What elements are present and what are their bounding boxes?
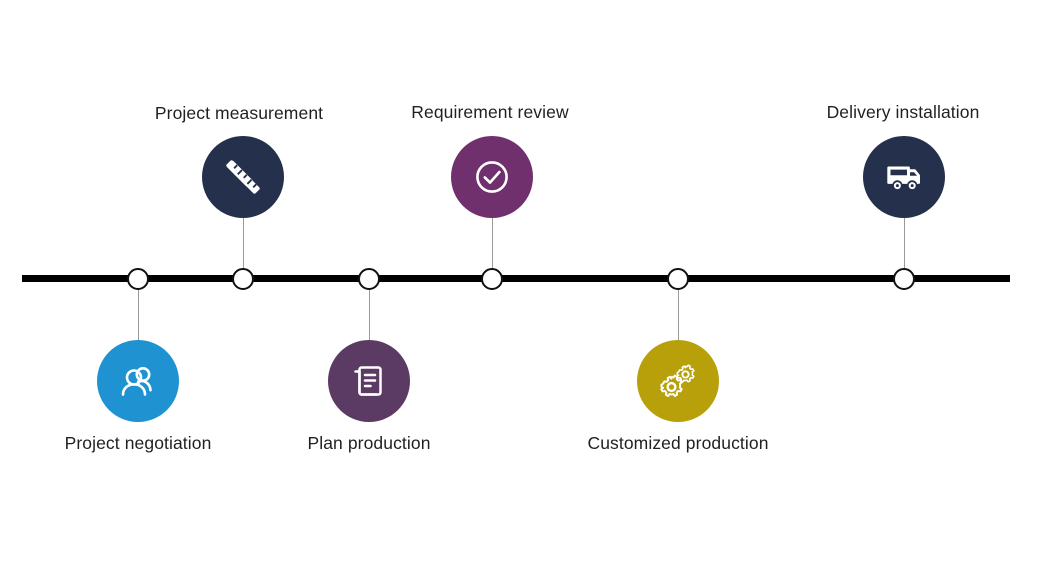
- connector-line: [678, 279, 679, 341]
- step-label: Requirement review: [411, 102, 569, 122]
- timeline-axis: [22, 275, 1010, 282]
- axis-marker[interactable]: [481, 268, 503, 290]
- step-label: Project measurement: [154, 103, 324, 123]
- step-label: Plan production: [307, 433, 431, 453]
- connector-line: [904, 218, 905, 279]
- axis-marker[interactable]: [667, 268, 689, 290]
- documents-stack-icon: [346, 358, 392, 404]
- connector-line: [243, 218, 244, 279]
- step-icon-bubble[interactable]: [451, 136, 533, 218]
- pencil-ruler-icon: [218, 152, 268, 202]
- axis-marker[interactable]: [232, 268, 254, 290]
- step-icon-bubble[interactable]: [97, 340, 179, 422]
- axis-marker[interactable]: [358, 268, 380, 290]
- step-label: Project negotiation: [64, 433, 212, 453]
- axis-marker[interactable]: [127, 268, 149, 290]
- people-group-icon: [114, 357, 162, 405]
- connector-line: [138, 279, 139, 341]
- step-icon-bubble[interactable]: [863, 136, 945, 218]
- step-icon-bubble[interactable]: [202, 136, 284, 218]
- step-label: Delivery installation: [826, 102, 980, 122]
- axis-marker[interactable]: [893, 268, 915, 290]
- step-icon-bubble[interactable]: [328, 340, 410, 422]
- delivery-truck-icon: [881, 154, 927, 200]
- connector-line: [369, 279, 370, 341]
- step-icon-bubble[interactable]: [637, 340, 719, 422]
- step-label: Customized production: [587, 433, 769, 453]
- check-circle-icon: [468, 153, 516, 201]
- connector-line: [492, 218, 493, 279]
- gears-icon: [653, 356, 703, 406]
